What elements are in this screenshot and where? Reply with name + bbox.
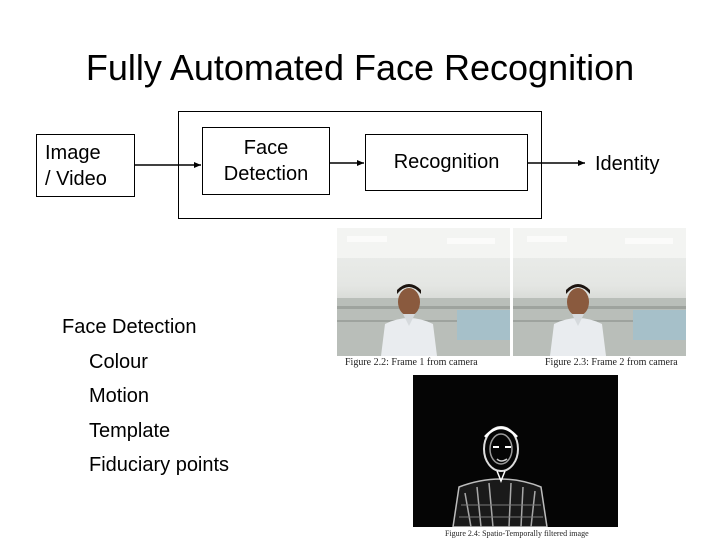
person-photo-illustration xyxy=(513,228,686,356)
edge-silhouette-illustration xyxy=(452,426,548,527)
face-detection-label: Face Detection xyxy=(223,137,309,185)
recognition-label: Recognition xyxy=(393,151,500,173)
filtered-image xyxy=(413,375,618,527)
methods-heading: Face Detection xyxy=(62,316,197,338)
frame2-caption: Figure 2.3: Frame 2 from camera xyxy=(545,357,678,368)
method-item: Template xyxy=(89,419,171,442)
frame1-caption: Figure 2.2: Frame 1 from camera xyxy=(345,357,478,368)
face-detection-methods: Face Detection Colour Motion Template Fi… xyxy=(62,310,229,483)
page-title: Fully Automated Face Recognition xyxy=(85,47,635,88)
method-item: Fiduciary points xyxy=(89,454,230,476)
person-photo-illustration xyxy=(337,228,510,356)
filtered-caption: Figure 2.4: Spatio-Temporally filtered i… xyxy=(445,529,589,538)
method-item: Colour xyxy=(89,350,148,373)
method-item: Motion xyxy=(89,385,150,407)
face-detection-box: Face Detection xyxy=(202,127,330,195)
recognition-box: Recognition xyxy=(365,134,528,191)
frame2-photo xyxy=(513,228,686,356)
identity-label: Identity xyxy=(595,153,660,175)
frame1-photo xyxy=(337,228,510,356)
input-box: Image / Video xyxy=(36,134,135,197)
input-label: Image / Video xyxy=(45,141,107,190)
